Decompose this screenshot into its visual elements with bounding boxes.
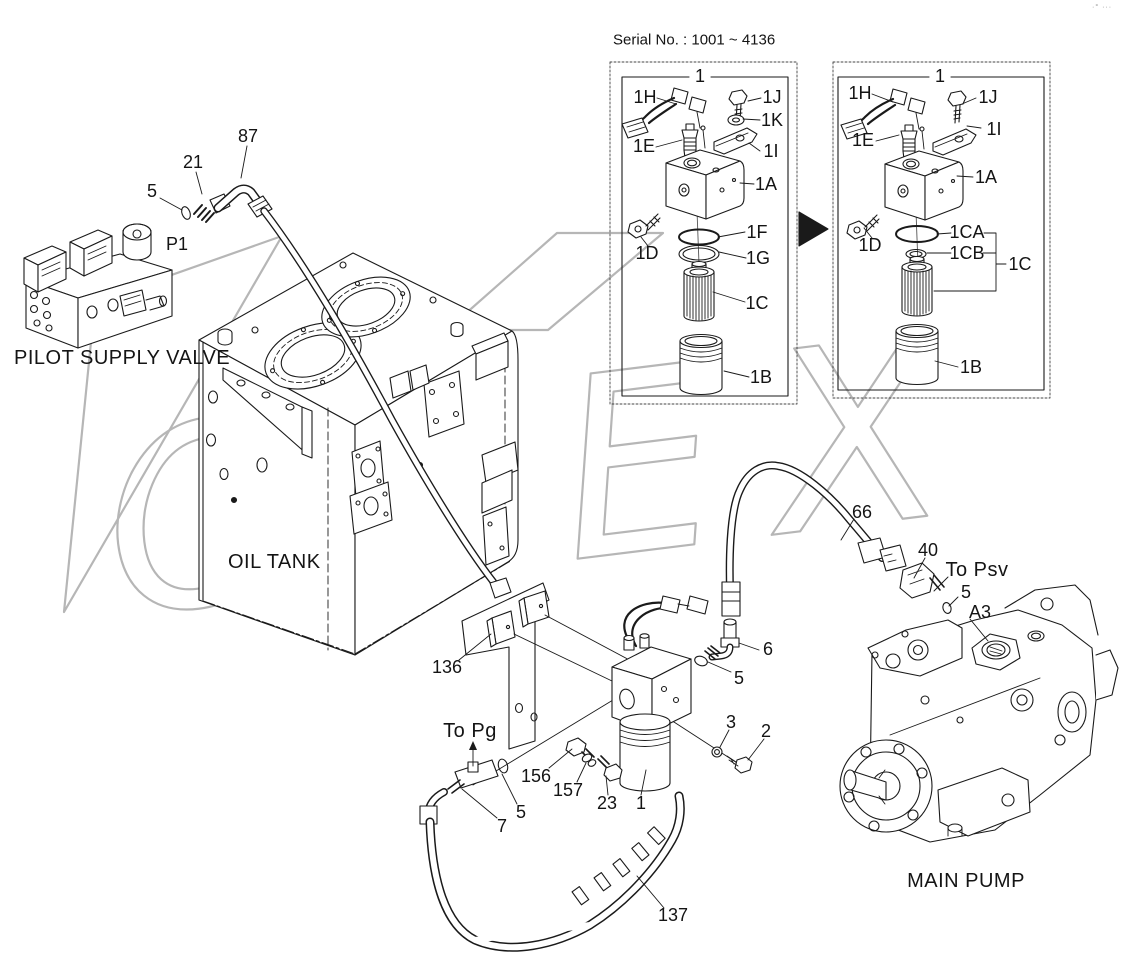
callout-box1-1g: 1G [745, 248, 771, 268]
callout-156: 156 [520, 766, 552, 786]
main-pump-drawing [839, 584, 1119, 843]
callout-157: 157 [552, 780, 584, 800]
callout-2: 2 [760, 721, 772, 741]
callout-box2-1d: 1D [858, 235, 882, 255]
leader-lines [159, 93, 1007, 909]
pilot-supply-valve-drawing [23, 223, 173, 349]
hose-87-drawing [181, 184, 512, 599]
callout-box2-1h: 1H [848, 83, 872, 103]
callout-1: 1 [635, 793, 647, 813]
callout-box2-1a: 1A [974, 167, 998, 187]
callout-box1-1k: 1K [760, 110, 784, 130]
callout-box2-1ca: 1CA [949, 222, 985, 242]
inset-boxes [609, 61, 1051, 405]
callout-21: 21 [182, 152, 204, 172]
to-pg-label: To Pg [443, 720, 497, 742]
callout-p1: P1 [165, 234, 189, 254]
callout-box2-1e: 1E [851, 130, 875, 150]
callout-6: 6 [762, 639, 774, 659]
hose-66-drawing [721, 461, 952, 617]
callout-5-pg: 5 [515, 802, 527, 822]
callout-7: 7 [496, 816, 508, 836]
callout-66: 66 [851, 502, 873, 522]
callout-3: 3 [725, 712, 737, 732]
callout-box1-1j: 1J [762, 87, 782, 107]
callout-box2-1j: 1J [978, 87, 998, 107]
callout-box1-1i: 1I [763, 141, 779, 161]
callout-box1-1a: 1A [754, 174, 778, 194]
serial-note: Serial No. : 1001 ~ 4136 [613, 31, 776, 49]
bracket-136-drawing [461, 582, 638, 750]
filter-assembly-drawing [419, 595, 753, 952]
callout-box1-1e: 1E [632, 136, 656, 156]
callout-box1-1f: 1F [746, 222, 768, 242]
callout-5-psv: 5 [960, 582, 972, 602]
callout-23: 23 [596, 793, 618, 813]
callout-box2-1i: 1I [986, 119, 1002, 139]
callout-box2-1c: 1C [1008, 254, 1032, 274]
callout-5-pilot: 5 [146, 181, 158, 201]
corner-mark: ·° ··· [1092, 4, 1113, 11]
to-psv-label: To Psv [945, 559, 1009, 581]
callout-137: 137 [657, 905, 689, 925]
callout-40: 40 [917, 540, 939, 560]
to-pg-arrow-icon [469, 741, 477, 750]
callout-box1-1c: 1C [745, 293, 769, 313]
callout-box2-assembly: 1 [934, 66, 946, 86]
callout-box1-assembly: 1 [694, 66, 706, 86]
callout-5-head: 5 [733, 668, 745, 688]
callout-box1-1b: 1B [749, 367, 773, 387]
oil-tank-title: OIL TANK [228, 551, 321, 573]
callout-box1-1d: 1D [635, 243, 659, 263]
callout-box2-1b: 1B [959, 357, 983, 377]
next-version-arrow-icon [798, 211, 829, 247]
callout-87: 87 [237, 126, 259, 146]
pilot-supply-valve-title: PILOT SUPPLY VALVE [14, 347, 231, 369]
main-pump-title: MAIN PUMP [907, 870, 1025, 892]
callout-a3: A3 [968, 602, 992, 622]
callout-box2-1cb: 1CB [949, 243, 985, 263]
callout-box1-1h: 1H [633, 87, 657, 107]
callout-136: 136 [431, 657, 463, 677]
